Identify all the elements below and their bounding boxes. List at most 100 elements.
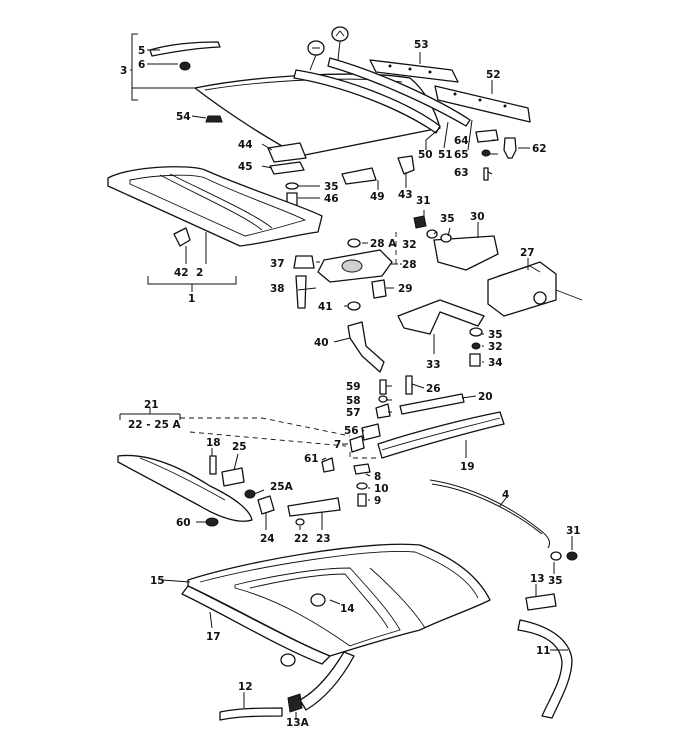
label-35-b: 35 (440, 213, 455, 225)
label-12: 12 (238, 681, 253, 693)
gasket-clip-lower2 (280, 653, 296, 667)
leader-lines (119, 33, 573, 720)
gasket-clips (307, 26, 349, 71)
bracket-44 (267, 142, 307, 163)
label-53: 53 (414, 39, 429, 51)
label-40: 40 (314, 337, 329, 349)
washer-35-top (285, 182, 299, 190)
label-51: 51 (438, 149, 453, 161)
washer-10 (356, 482, 368, 490)
drain-hose-11 (517, 619, 573, 719)
label-59: 59 (346, 381, 361, 393)
drain-hose-lower (299, 651, 355, 711)
label-25a: 25A (270, 481, 294, 493)
nut-65 (481, 149, 491, 157)
label-50: 50 (418, 149, 433, 161)
label-42: 42 (174, 267, 189, 279)
seal-strips (293, 57, 471, 134)
bracket-43 (397, 155, 415, 175)
label-35-a: 35 (324, 181, 339, 193)
slide-7 (349, 435, 365, 453)
label-28: 28 (402, 259, 417, 271)
seal-17 (181, 585, 331, 665)
label-3: 3 (120, 65, 127, 77)
washer-58 (378, 395, 388, 403)
hinge-24 (257, 495, 275, 515)
bolt-62 (503, 137, 517, 159)
label-15: 15 (150, 575, 165, 587)
nut-31 (413, 215, 427, 229)
bracket-49 (341, 167, 377, 185)
clip-42 (173, 227, 191, 247)
guide-rail-19 (377, 411, 505, 459)
washer-35d (550, 551, 562, 561)
label-44: 44 (238, 139, 253, 151)
label-21: 21 (144, 399, 159, 411)
screw-9 (357, 493, 367, 507)
label-22-25a: 22 - 25 A (128, 419, 182, 431)
washer-41 (347, 301, 361, 311)
label-62: 62 (532, 143, 547, 155)
label-4: 4 (502, 489, 509, 501)
label-19: 19 (460, 461, 475, 473)
label-11: 11 (536, 645, 551, 657)
label-14: 14 (340, 603, 355, 615)
label-10: 10 (374, 483, 389, 495)
nut-54 (205, 115, 223, 123)
clip-57 (375, 403, 391, 419)
gear-housing-28 (317, 249, 393, 283)
clip-8 (353, 463, 371, 475)
label-31-b: 31 (566, 525, 581, 537)
label-54: 54 (176, 111, 191, 123)
bushing-37 (293, 255, 315, 269)
washer-35-low (469, 327, 483, 337)
label-28a: 28 A (370, 238, 397, 250)
gasket-clip-lower (310, 593, 326, 607)
label-37: 37 (270, 258, 285, 270)
label-25: 25 (232, 441, 247, 453)
label-41: 41 (318, 301, 333, 313)
bolt-38 (295, 275, 307, 309)
bolt-34 (469, 353, 481, 367)
label-6: 6 (138, 59, 145, 71)
label-35-d: 35 (548, 575, 563, 587)
sunroof-frame (107, 166, 323, 247)
washer-22 (295, 518, 305, 526)
label-30: 30 (470, 211, 485, 223)
nut-31b (566, 551, 578, 561)
screw-59 (379, 379, 387, 395)
label-58: 58 (346, 395, 361, 407)
screw-18 (209, 455, 217, 475)
label-61: 61 (304, 453, 319, 465)
clip-61 (321, 457, 335, 473)
label-18: 18 (206, 437, 221, 449)
wind-deflector-clip (149, 41, 221, 71)
label-2: 2 (196, 267, 203, 279)
screw-63 (483, 167, 489, 181)
label-17: 17 (206, 631, 221, 643)
strip-20 (399, 393, 465, 415)
label-9: 9 (374, 495, 381, 507)
trim-strip-53 (369, 59, 459, 83)
nut-28a (347, 238, 361, 248)
label-34: 34 (488, 357, 503, 369)
label-38: 38 (270, 283, 285, 295)
washer-35-mid (440, 233, 452, 243)
label-64: 64 (454, 135, 469, 147)
label-13a: 13A (286, 717, 310, 729)
drive-motor-27 (487, 261, 583, 317)
label-49: 49 (370, 191, 385, 203)
washer-32 (426, 229, 438, 239)
screw-26 (405, 375, 413, 395)
label-27: 27 (520, 247, 535, 259)
bracket-30 (433, 235, 499, 271)
label-26: 26 (426, 383, 441, 395)
bracket-45 (269, 161, 305, 175)
label-32-b: 32 (488, 341, 503, 353)
trim-strip-52 (434, 85, 531, 123)
label-45: 45 (238, 161, 253, 173)
roof-housing-14 (187, 543, 491, 657)
label-32-a: 32 (402, 239, 417, 251)
drive-arm-40 (347, 321, 385, 373)
label-31-a: 31 (416, 195, 431, 207)
